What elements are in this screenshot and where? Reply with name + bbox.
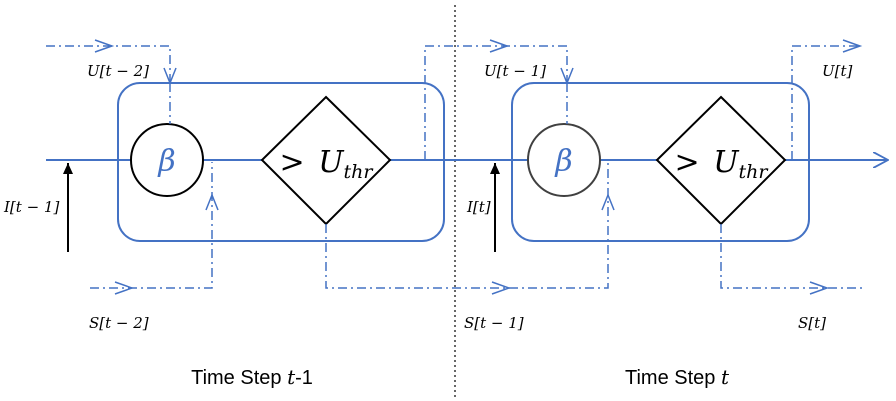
left-time-step: β > Uthr I[t − 1] U[t − 2] S[t − 2] Time… xyxy=(3,39,609,389)
neuron-box-right xyxy=(511,82,810,242)
membrane-out-arrow-left xyxy=(489,39,510,53)
s-mid-label: S[t − 1] xyxy=(464,314,524,332)
caption-right: Time Step t xyxy=(625,365,730,389)
spike-out-arrow-left xyxy=(491,281,512,295)
u-in-label-left: U[t − 2] xyxy=(87,62,149,80)
spike-out-path-left xyxy=(325,162,609,289)
u-in-label-right: U[t − 1] xyxy=(484,62,546,80)
beta-circle-left xyxy=(130,123,204,197)
threshold-label-left: > Uthr xyxy=(280,145,375,183)
membrane-in-path-left xyxy=(46,45,171,83)
s-out-label: S[t] xyxy=(798,314,826,332)
input-label-left: I[t − 1] xyxy=(3,198,59,216)
neuron-box-left xyxy=(117,82,445,242)
beta-label-right: β xyxy=(554,144,572,179)
spike-out-path-right xyxy=(720,224,862,289)
spike-in-arrow-left xyxy=(114,281,135,295)
membrane-out-arrow-right xyxy=(842,39,863,53)
spike-up-arrow-left xyxy=(205,192,219,211)
caption-left: Time Step t-1 xyxy=(191,365,313,389)
spike-out-arrow-right xyxy=(809,281,830,295)
s-in-label-left: S[t − 2] xyxy=(89,314,149,332)
input-label-right: I[t] xyxy=(466,198,491,216)
membrane-in-arrow-left xyxy=(94,39,115,53)
beta-circle-right xyxy=(527,123,601,197)
right-time-step: β > Uthr I[t] U[t − 1] S[t − 1] U[t] S[t… xyxy=(464,39,888,389)
spike-up-arrow-right xyxy=(601,192,615,211)
beta-label-left: β xyxy=(157,144,175,179)
u-out-label: U[t] xyxy=(822,62,853,80)
threshold-label-right: > Uthr xyxy=(675,145,770,183)
membrane-out-path-right xyxy=(791,45,862,160)
membrane-out-path-left xyxy=(424,45,568,160)
